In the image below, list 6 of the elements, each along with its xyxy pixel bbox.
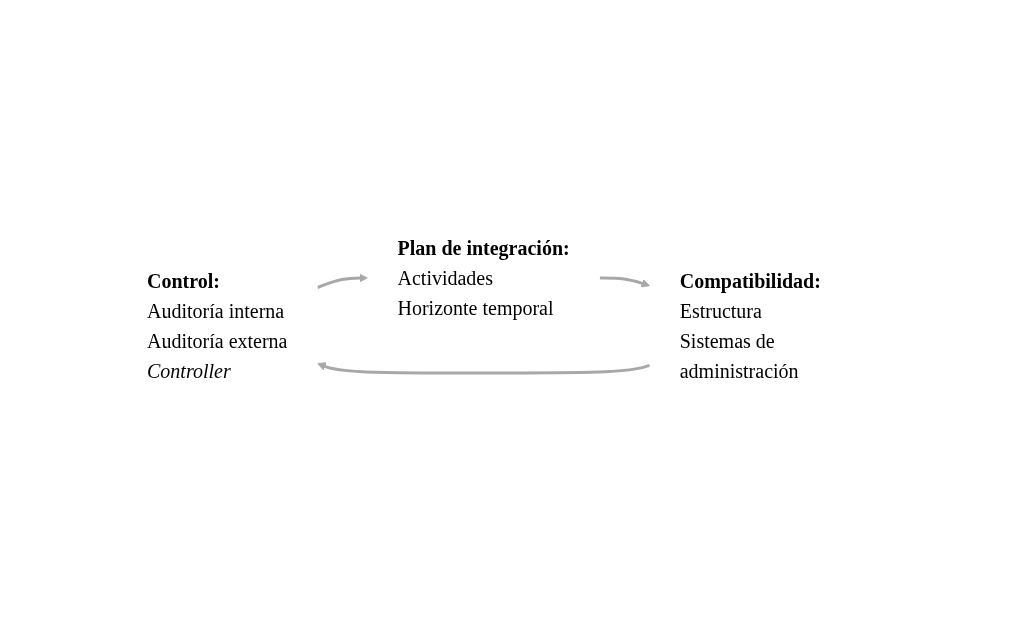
node-text: Compatibilidad: Estructura Sistemas de administración: [679, 269, 822, 382]
arrow: [599, 276, 651, 288]
arrow: [317, 273, 369, 290]
arrow: [317, 362, 651, 375]
node-text: Control: Auditoría interna Auditoría externa Controller: [147, 269, 288, 382]
node-text: Plan de integración: Actividades Horizonte temporal: [397, 237, 570, 320]
